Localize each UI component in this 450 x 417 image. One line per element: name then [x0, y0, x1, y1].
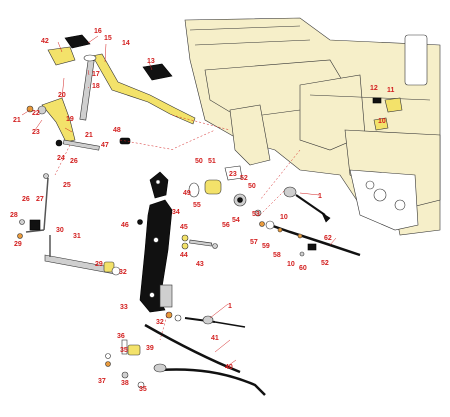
callout-62: 62	[324, 235, 332, 242]
callout-20: 20	[58, 92, 66, 99]
callout-24: 24	[57, 155, 65, 162]
callout-50: 50	[195, 158, 203, 165]
brake-cable-upper	[265, 220, 361, 257]
callout-51: 51	[208, 158, 216, 165]
callout-45: 45	[180, 224, 188, 231]
lower-bushing	[165, 311, 182, 322]
machine-frame	[184, 17, 441, 236]
callout-35: 35	[120, 347, 128, 354]
callout-29: 29	[95, 261, 103, 268]
left-pedal-arm	[26, 97, 100, 151]
callout-18: 18	[92, 83, 100, 90]
callout-29: 29	[14, 241, 22, 248]
callout-21: 21	[13, 117, 21, 124]
callout-1: 1	[318, 193, 322, 200]
callout-25: 25	[63, 182, 71, 189]
cable-end	[283, 186, 331, 223]
pedal-pads	[47, 34, 173, 81]
callout-26: 26	[22, 196, 30, 203]
callout-43: 43	[196, 261, 204, 268]
callout-16: 16	[94, 28, 102, 35]
callout-23: 23	[229, 171, 237, 178]
reference-lines	[54, 114, 301, 341]
callout-31: 31	[73, 233, 81, 240]
frame-bracket-assembly	[372, 97, 403, 131]
callout-28: 28	[10, 212, 18, 219]
brake-pedal-arm	[91, 53, 196, 125]
callout-11: 11	[387, 87, 395, 94]
callout-53: 53	[252, 211, 260, 218]
callout-21: 21	[85, 132, 93, 139]
callout-54: 54	[232, 217, 240, 224]
callout-13: 13	[147, 58, 155, 65]
callout-10: 10	[378, 118, 386, 125]
callout-60: 60	[299, 265, 307, 272]
callout-30: 30	[56, 227, 64, 234]
callout-32: 32	[119, 269, 127, 276]
brake-cable-lower	[144, 323, 266, 396]
callout-52: 52	[321, 260, 329, 267]
callout-1: 1	[228, 303, 232, 310]
callout-49: 49	[183, 190, 191, 197]
callout-26: 26	[70, 158, 78, 165]
callout-10: 10	[280, 214, 288, 221]
pedal-shaft	[79, 54, 97, 121]
callout-14: 14	[122, 40, 130, 47]
cable-clevis-lower	[105, 339, 167, 389]
lower-rod	[184, 315, 246, 328]
callout-41: 41	[211, 335, 219, 342]
callout-59: 59	[262, 243, 270, 250]
callout-22: 22	[32, 110, 40, 117]
callout-52: 52	[240, 175, 248, 182]
callout-10: 10	[287, 261, 295, 268]
callout-48: 48	[113, 127, 121, 134]
callout-labels: 1 1 10 10 10 11 12 13 14 15 16 17 18 19 …	[10, 28, 395, 393]
callout-38: 38	[121, 380, 129, 387]
callout-46: 46	[121, 222, 129, 229]
callout-34: 34	[172, 209, 180, 216]
callout-15: 15	[104, 35, 112, 42]
callout-19: 19	[66, 116, 74, 123]
linkage-rod	[17, 173, 49, 239]
clevis-bolts	[137, 219, 218, 250]
pulley-assembly	[188, 165, 265, 227]
callout-40: 40	[225, 364, 233, 371]
callout-35: 35	[139, 386, 147, 393]
callout-39: 39	[146, 345, 154, 352]
callout-55: 55	[193, 202, 201, 209]
callout-37: 37	[98, 378, 106, 385]
callout-47: 47	[101, 142, 109, 149]
callout-58: 58	[273, 252, 281, 259]
callout-56: 56	[222, 222, 230, 229]
callout-33: 33	[120, 304, 128, 311]
callout-12: 12	[370, 85, 378, 92]
callout-23: 23	[32, 129, 40, 136]
callout-32: 32	[156, 319, 164, 326]
callout-17: 17	[92, 71, 100, 78]
pivot-bracket	[139, 171, 173, 313]
callout-36: 36	[117, 333, 125, 340]
callout-57: 57	[250, 239, 258, 246]
callout-50: 50	[248, 183, 256, 190]
callout-42: 42	[41, 38, 49, 45]
leader-lines	[21, 35, 337, 369]
callout-44: 44	[180, 252, 188, 259]
pivot-shaft	[44, 235, 121, 276]
callout-27: 27	[36, 196, 44, 203]
